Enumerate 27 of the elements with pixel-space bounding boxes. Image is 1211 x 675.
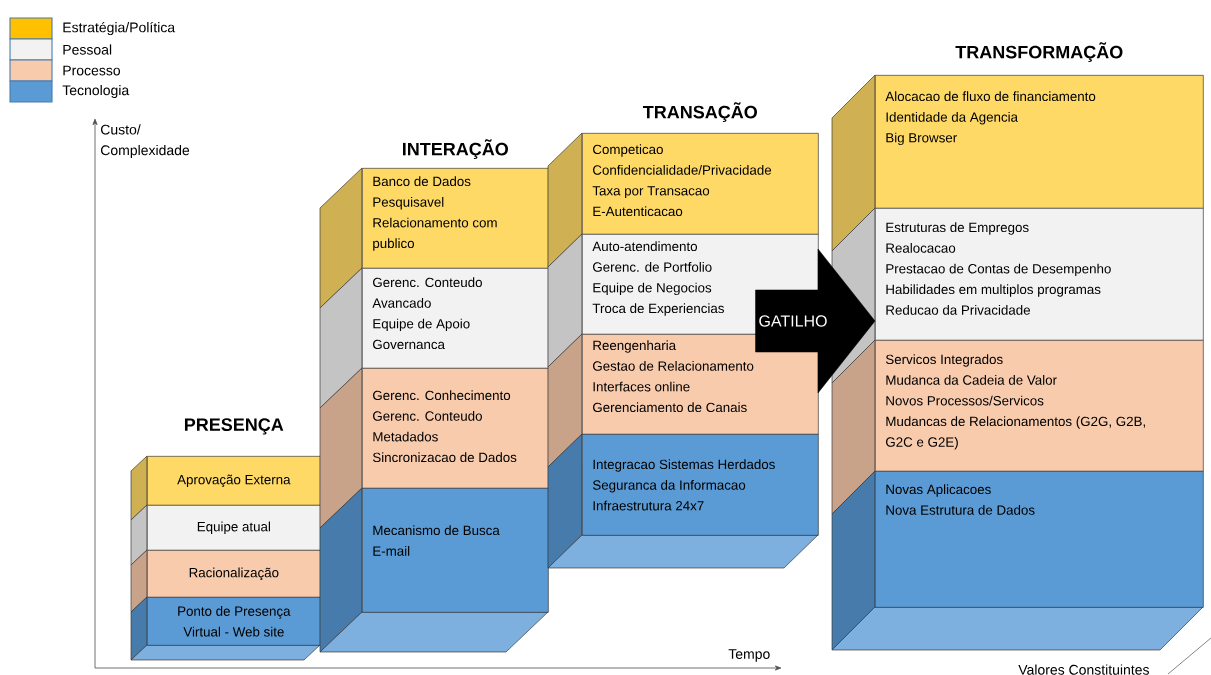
node-label: PRESENÇA	[184, 418, 284, 435]
layer-box: Novas Aplicacoes Nova Estrutura de Dados	[875, 471, 1204, 608]
layer-box: Ponto de Presença Virtual - Web site	[147, 597, 321, 646]
layer-box: Racionalização	[147, 550, 321, 598]
node-label: INTERAÇÃO	[402, 139, 509, 160]
layer-box: Alocacao de fluxo de financiamento Identidade da Agencia Big Browser	[875, 75, 1204, 209]
layer-box: Equipe atual	[147, 505, 321, 551]
layer-box: Servicos Integrados Mudanca da Cadeia de Valor Novos Processos/Servicos Mudancas de Relacionamentos (G2G, G2B, G2C e G2E)	[875, 340, 1204, 472]
axis-label: Valores Constituintes	[1018, 664, 1149, 675]
node-label: TRANSFORMAÇÃO	[955, 42, 1123, 63]
legend-label: Pessoal	[63, 44, 112, 55]
layer-box: Gerenc. Conteudo Avancado Equipe de Apoio Governanca	[362, 268, 549, 369]
legend-label: Tecnologia	[62, 85, 130, 99]
legend-label: Estratégia/Política	[63, 21, 176, 36]
layer-box: Competicao Confidencialidade/Privacidade Taxa por Transacao E-Autenticacao	[582, 133, 819, 235]
layer-box: Mecanismo de Busca E-mail	[362, 488, 549, 613]
layer-box: Integracao Sistemas Herdados Seguranca da Informacao Infraestrutura 24x7	[582, 434, 819, 536]
node-label: TRANSAÇÃO	[642, 102, 758, 123]
layer-box: Gerenc. Conhecimento Gerenc. Conteudo Metadados Sincronizacao de Dados	[362, 368, 549, 489]
layer-box: Aprovação Externa	[147, 456, 321, 506]
block-arrow	[755, 248, 876, 394]
layer-box: Estruturas de Empregos Realocacao Prestacao de Contas de Desempenho Habilidades em multiplos programas Reducao da Privacidade	[875, 208, 1204, 341]
legend-label: Processo	[63, 65, 121, 76]
axis-label: Custo/ Complexidade	[101, 124, 190, 158]
layer-box: Reengenharia Gestao de Relacionamento Interfaces online Gerenciamento de Canais	[582, 334, 819, 435]
layer-box: Banco de Dados Pesquisavel Relacionamento com publico	[362, 168, 549, 269]
axis-label: Tempo	[728, 649, 770, 662]
